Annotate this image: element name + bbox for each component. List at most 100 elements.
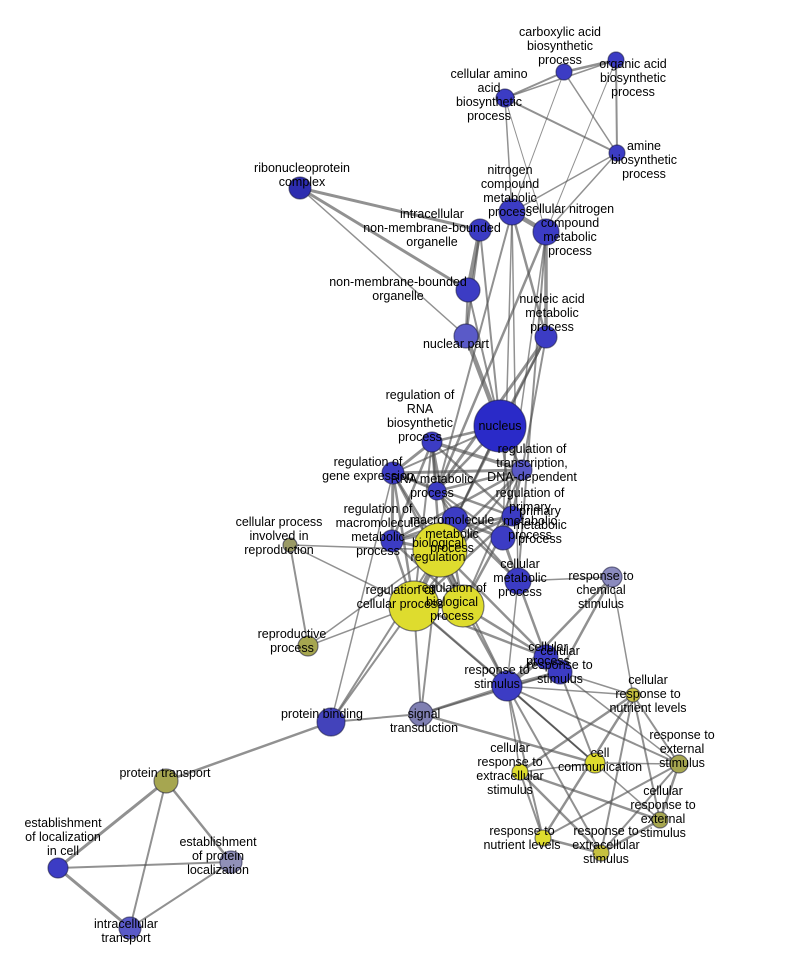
node-pbind[interactable] [316, 707, 346, 737]
edges-layer [56, 58, 681, 930]
edge-ribo-nuclearpart [299, 187, 467, 337]
edge-carboxylic-nitrogen [511, 71, 565, 213]
node-primarymetab[interactable] [490, 525, 516, 551]
node-extstim[interactable] [669, 754, 689, 774]
node-estprot[interactable] [219, 850, 243, 874]
edge-ptransport-estloc [56, 779, 168, 870]
edge-cellrespstim-signal [420, 671, 561, 715]
edge-cellnitrogen-primarymetab [502, 231, 547, 539]
node-cellrespextracell[interactable] [511, 763, 529, 781]
node-cellcomm[interactable] [584, 752, 606, 774]
edge-regrna-regtrans [430, 440, 524, 472]
edge-pbind-signal [330, 713, 422, 723]
edge-carboxylic-amine [563, 71, 618, 154]
edge-amine-nitrogen [511, 152, 618, 213]
node-amino[interactable] [495, 88, 515, 108]
node-nucleus[interactable] [473, 399, 527, 453]
node-respstim[interactable] [491, 670, 523, 702]
edge-signal-cellcomm [419, 712, 597, 765]
edge-cellrespstim-cellrespnutr [559, 671, 634, 696]
edge-ptransport-estprot [164, 779, 233, 864]
node-nuclearpart[interactable] [453, 323, 479, 349]
edge-cellmetab-respstim [506, 580, 519, 687]
node-rnametab[interactable] [427, 481, 447, 501]
node-intraorg[interactable] [468, 218, 492, 242]
edge-respstim-nutrlevels [506, 685, 544, 839]
edge-nucleic-regtrans [521, 336, 547, 471]
node-label-ptransport: protein transport [119, 766, 211, 780]
node-cellrespext[interactable] [651, 811, 669, 829]
node-nonmemb[interactable] [455, 277, 481, 303]
node-cellrespnutr[interactable] [625, 687, 641, 703]
edge-pbind-ptransport [164, 720, 333, 783]
node-ptransport[interactable] [153, 768, 179, 794]
node-extracell[interactable] [592, 844, 610, 862]
edge-amine-cellnitrogen [545, 152, 618, 233]
node-chemstim[interactable] [601, 566, 623, 588]
node-label-nuclearpart: nuclear part [423, 337, 490, 351]
node-label-pbind: protein binding [281, 707, 363, 721]
node-label-nucleus: nucleus [478, 419, 521, 433]
node-regcell[interactable] [388, 580, 440, 632]
edge-cellrespext-cellrespnutr [632, 694, 661, 821]
node-reggene[interactable] [381, 461, 405, 485]
nodes-layer [47, 51, 689, 940]
node-amine[interactable] [608, 144, 626, 162]
edge-regrna-regprimary [430, 440, 514, 518]
node-regmacro[interactable] [380, 529, 404, 553]
node-regtrans[interactable] [511, 459, 533, 481]
node-repro[interactable] [297, 635, 319, 657]
edge-cprepro-repro [289, 544, 309, 647]
node-cellrespstim[interactable] [547, 659, 573, 685]
edge-rnametab-primarymetab [436, 490, 504, 539]
node-cellmetab[interactable] [504, 567, 532, 595]
edge-nitrogen-rnametab [436, 211, 513, 492]
node-ribo[interactable] [288, 176, 312, 200]
edge-reggene-regprimary [391, 471, 514, 518]
edge-organic-amine [615, 59, 618, 154]
node-bioreg[interactable] [412, 522, 468, 578]
node-cprepro[interactable] [282, 537, 298, 553]
node-cellnitrogen[interactable] [532, 218, 560, 246]
edge-macromol-cellmetab [453, 518, 520, 583]
edge-extstim-cellrespext [658, 762, 681, 822]
node-carboxylic[interactable] [555, 63, 573, 81]
edge-extstim-cellcomm [594, 762, 680, 765]
node-organic[interactable] [607, 51, 625, 69]
node-nucleic[interactable] [534, 325, 558, 349]
node-signal[interactable] [408, 701, 434, 727]
node-intratrans[interactable] [118, 916, 142, 940]
node-regbio[interactable] [441, 584, 485, 628]
edge-carboxylic-amino [504, 71, 565, 99]
node-regprimary[interactable] [501, 505, 523, 527]
edge-respstim-extstim [506, 685, 680, 765]
edge-cellrespextracell-cellcomm [519, 762, 596, 773]
node-estloc[interactable] [47, 857, 69, 879]
edge-amino-nitrogen [504, 97, 513, 213]
edge-regtrans-reggene [391, 468, 524, 475]
node-nitrogen[interactable] [498, 198, 526, 226]
node-regrna[interactable] [421, 431, 443, 453]
node-nutrlevels[interactable] [534, 829, 552, 847]
